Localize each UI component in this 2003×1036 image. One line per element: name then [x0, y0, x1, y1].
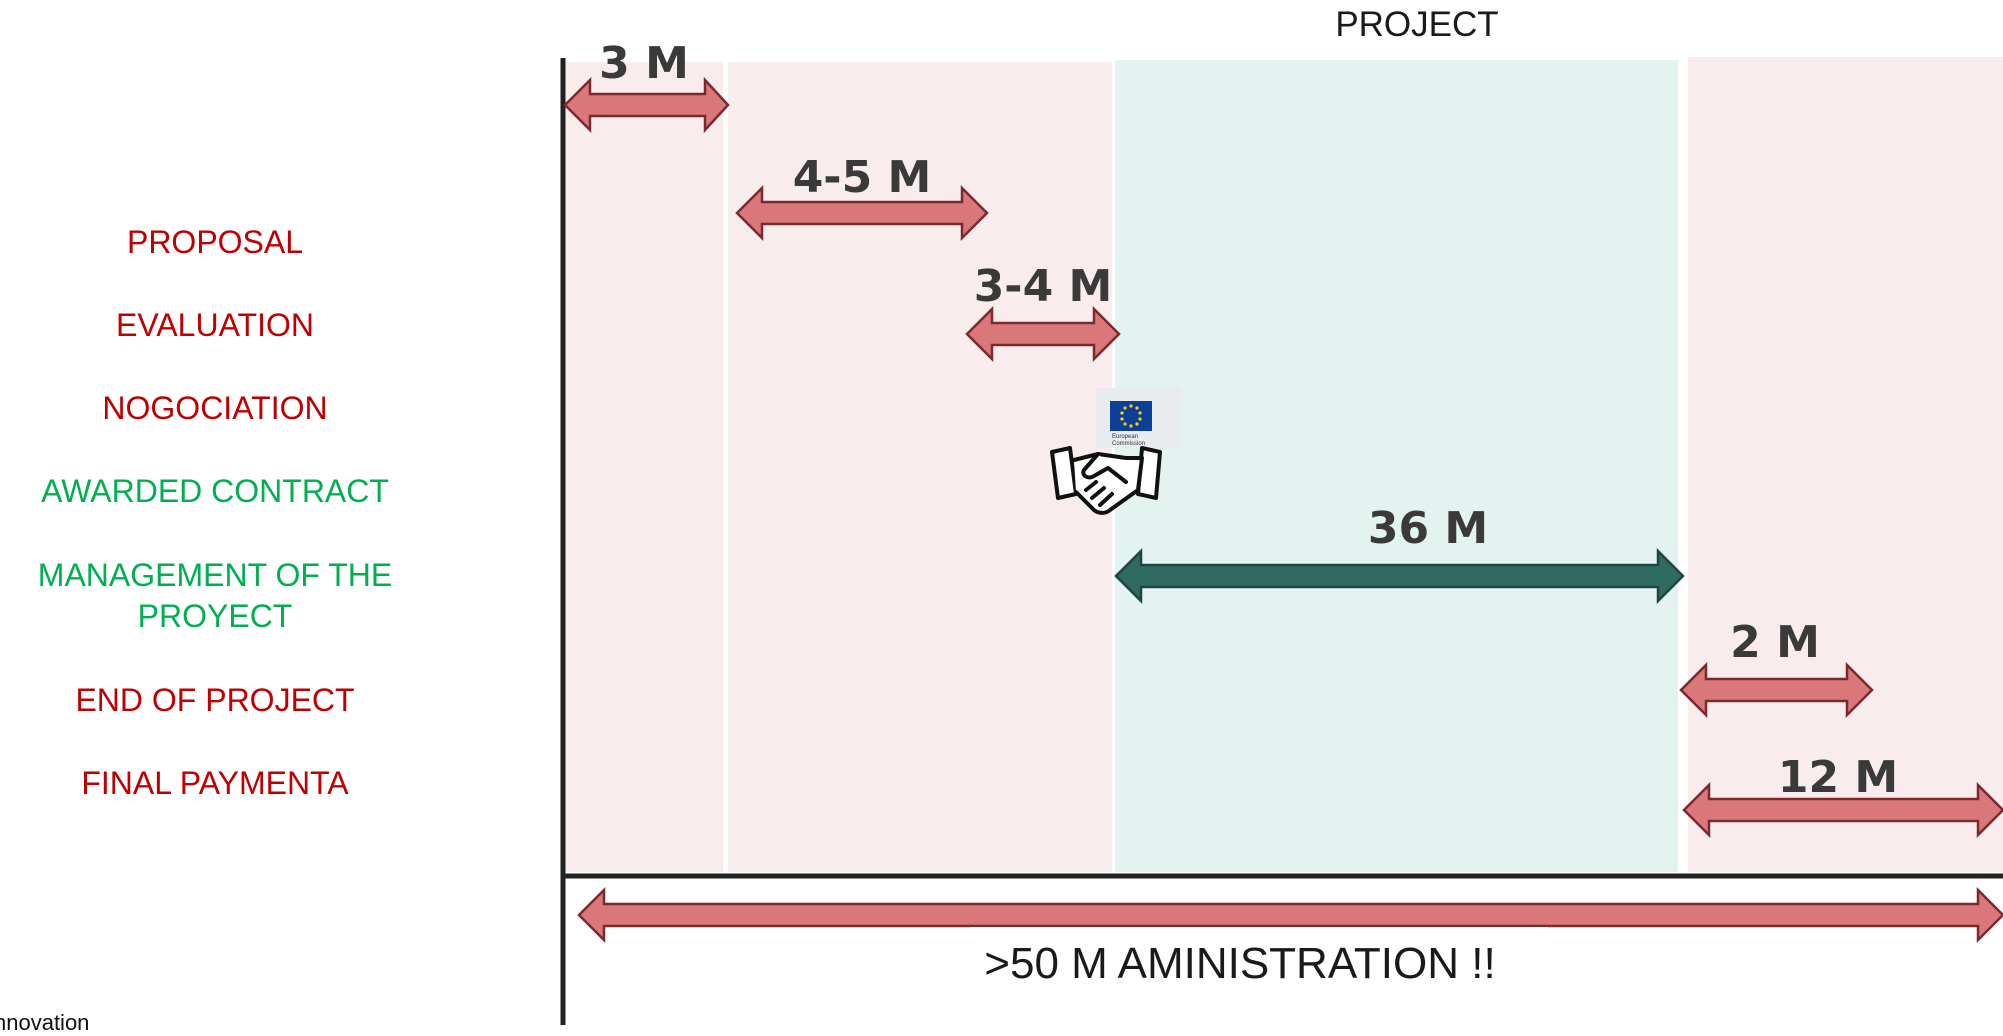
svg-text:Commission: Commission: [1112, 441, 1145, 447]
administration-arrow: [577, 886, 2003, 944]
project-duration-label: 36 M: [1368, 503, 1488, 554]
closure-phase-band: [1688, 57, 2003, 872]
payment-arrow: [1682, 781, 2003, 839]
svg-text:European: European: [1112, 434, 1138, 440]
end-arrow: [1679, 661, 1874, 719]
top-title: PROJECT: [1335, 5, 1498, 44]
evaluation-arrow: [735, 184, 989, 242]
negotiation-arrow: [965, 305, 1121, 363]
stage-label-awarded-contract: AWARDED CONTRACT: [41, 473, 389, 509]
proposal-phase-band: [565, 62, 723, 872]
stage-label-project-management: MANAGEMENT OF THE PROYECT: [37, 557, 393, 634]
footnote-text: nnovation: [0, 1010, 90, 1035]
payment-duration-label: 12 M: [1778, 752, 1898, 803]
stage-label-evaluation: EVALUATION: [116, 307, 314, 343]
project-arrow: [1114, 547, 1685, 605]
administration-label: >50 M AMINISTRATION !!: [984, 939, 1495, 988]
eu-commission-logo: European Commission: [1096, 388, 1181, 448]
stage-label-proposal: PROPOSAL: [126, 224, 304, 260]
project-phase-band: [1115, 60, 1678, 872]
stage-label-negotiation: NOGOCIATION: [102, 390, 328, 426]
end-duration-label: 2 M: [1730, 617, 1820, 668]
administration-label-bg: [970, 927, 1548, 987]
evaluation-phase-band: [728, 62, 1112, 872]
stage-label-final-payment: FINAL PAYMENTA: [81, 765, 349, 801]
proposal-arrow: [563, 76, 730, 134]
handshake-icon: [1050, 446, 1162, 515]
stage-label-end-of-project: END OF PROJECT: [75, 682, 355, 718]
negotiation-duration-label: 3-4 M: [974, 261, 1113, 312]
evaluation-duration-label: 4-5 M: [793, 152, 932, 203]
proposal-duration-label: 3 M: [599, 38, 689, 89]
